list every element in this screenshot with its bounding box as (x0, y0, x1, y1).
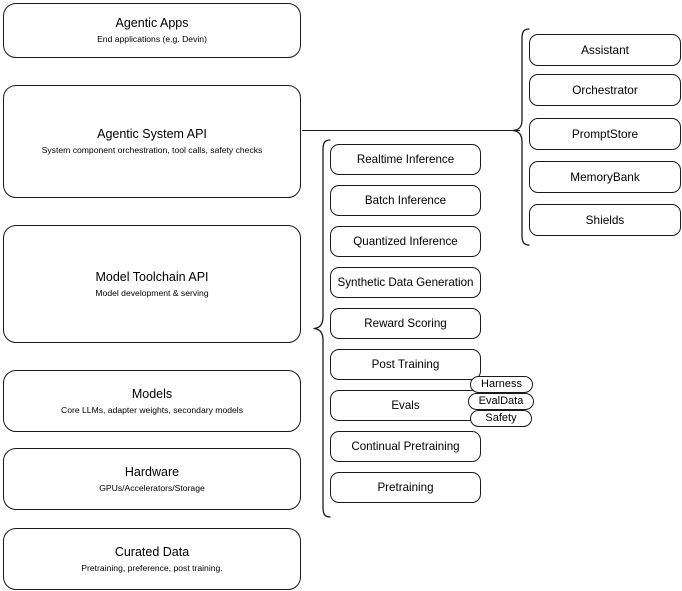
capability-continual-pretraining[interactable]: Continual Pretraining (330, 431, 481, 462)
component-orchestrator[interactable]: Orchestrator (529, 74, 681, 106)
layer-subtitle: Core LLMs, adapter weights, secondary mo… (61, 404, 243, 415)
component-label: Orchestrator (572, 83, 638, 97)
component-label: PromptStore (571, 127, 639, 141)
layer-hardware[interactable]: Hardware GPUs/Accelerators/Storage (3, 448, 301, 510)
capability-realtime-inference[interactable]: Realtime Inference (330, 144, 481, 175)
layer-subtitle: GPUs/Accelerators/Storage (99, 482, 205, 493)
layer-curated-data[interactable]: Curated Data Pretraining, preference, po… (3, 528, 301, 590)
brace-system-components (512, 28, 530, 246)
component-label: MemoryBank (570, 170, 640, 184)
layer-agentic-system-api[interactable]: Agentic System API System component orch… (3, 85, 301, 198)
layer-model-toolchain-api[interactable]: Model Toolchain API Model development & … (3, 225, 301, 343)
capability-post-training[interactable]: Post Training (330, 349, 481, 380)
capability-label: Evals (391, 398, 420, 412)
capability-label: Synthetic Data Generation (337, 275, 474, 289)
capability-batch-inference[interactable]: Batch Inference (330, 185, 481, 216)
capability-label: Quantized Inference (353, 234, 458, 248)
layer-agentic-apps[interactable]: Agentic Apps End applications (e.g. Devi… (3, 3, 301, 58)
eval-tag-label: Safety (485, 412, 517, 424)
layer-subtitle: Model development & serving (95, 287, 209, 298)
capability-label: Post Training (371, 357, 440, 371)
layer-title: Curated Data (114, 544, 190, 559)
capability-label: Pretraining (377, 480, 434, 494)
layer-subtitle: System component orchestration, tool cal… (41, 145, 263, 155)
component-promptstore[interactable]: PromptStore (529, 118, 681, 150)
capability-label: Continual Pretraining (351, 439, 460, 453)
eval-tag-label: EvalData (478, 395, 524, 407)
brace-toolchain (313, 139, 331, 518)
layer-title: Model Toolchain API (95, 269, 209, 284)
capability-label: Batch Inference (364, 193, 447, 207)
component-shields[interactable]: Shields (529, 204, 681, 236)
capability-label: Realtime Inference (356, 152, 455, 166)
layer-title: Agentic Apps (115, 16, 189, 30)
capability-quantized-inference[interactable]: Quantized Inference (330, 226, 481, 257)
capability-synthetic-data-generation[interactable]: Synthetic Data Generation (330, 267, 481, 298)
eval-tag-evaldata[interactable]: EvalData (468, 393, 534, 410)
capability-pretraining[interactable]: Pretraining (330, 472, 481, 503)
layer-title: Hardware (124, 464, 180, 479)
layer-subtitle: Pretraining, preference, post training. (81, 562, 223, 573)
component-label: Shields (585, 213, 625, 227)
eval-tag-safety[interactable]: Safety (470, 410, 532, 427)
layer-subtitle: End applications (e.g. Devin) (97, 34, 207, 44)
capability-evals[interactable]: Evals (330, 390, 481, 421)
component-memorybank[interactable]: MemoryBank (529, 161, 681, 193)
capability-reward-scoring[interactable]: Reward Scoring (330, 308, 481, 339)
connector-system-api-to-components (302, 130, 520, 131)
eval-tag-label: Harness (481, 378, 522, 390)
layer-models[interactable]: Models Core LLMs, adapter weights, secon… (3, 370, 301, 432)
component-assistant[interactable]: Assistant (529, 34, 681, 66)
capability-label: Reward Scoring (364, 316, 447, 330)
eval-tag-harness[interactable]: Harness (470, 376, 533, 393)
layer-title: Models (131, 386, 173, 401)
component-label: Assistant (581, 43, 629, 57)
layer-title: Agentic System API (97, 127, 207, 141)
